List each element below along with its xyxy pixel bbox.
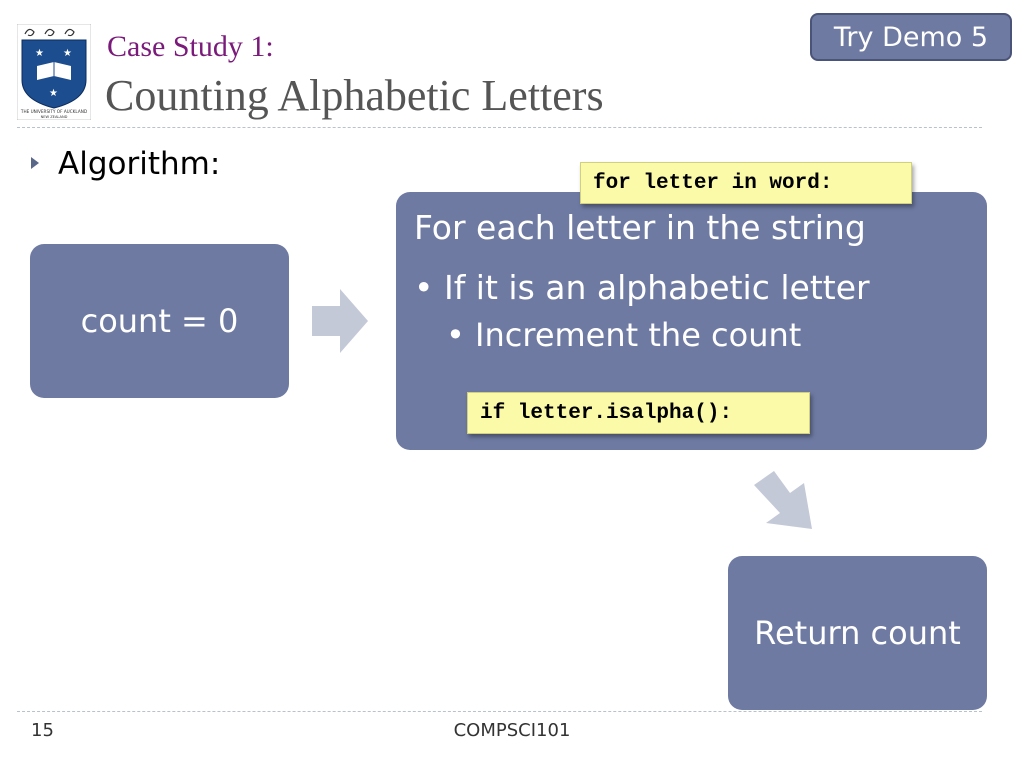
right-arrow-icon: [312, 289, 368, 353]
slide-subtitle: Case Study 1:: [107, 30, 274, 63]
count-init-text: count = 0: [80, 302, 239, 340]
loop-line-2-text: If it is an alphabetic letter: [443, 268, 870, 307]
algorithm-label: Algorithm:: [58, 146, 221, 182]
loop-line-1: For each letter in the string: [414, 208, 866, 247]
code-for-loop: for letter in word:: [580, 162, 912, 204]
loop-line-3: • Increment the count: [446, 316, 802, 354]
bullet-triangle-icon: [31, 157, 39, 169]
logo-text-line1: THE UNIVERSITY OF AUCKLAND: [20, 109, 87, 114]
footer-divider: [17, 711, 982, 712]
svg-text:★: ★: [63, 48, 72, 59]
loop-line-3-text: Increment the count: [475, 316, 802, 354]
try-demo-button[interactable]: Try Demo 5: [810, 13, 1012, 61]
down-arrow-icon: [754, 471, 812, 529]
count-init-box: count = 0: [30, 244, 289, 398]
return-count-box: Return count: [728, 556, 987, 710]
course-label: COMPSCI101: [453, 720, 571, 741]
code-if-isalpha: if letter.isalpha():: [467, 392, 810, 434]
page-number: 15: [31, 720, 54, 741]
svg-text:★: ★: [49, 88, 58, 99]
svg-text:★: ★: [35, 48, 44, 59]
loop-line-2: • If it is an alphabetic letter: [414, 268, 870, 307]
loop-box: For each letter in the string • If it is…: [396, 192, 987, 450]
return-count-text: Return count: [754, 614, 961, 652]
university-logo: ★ ★ ★ THE UNIVERSITY OF AUCKLAND NEW ZEA…: [17, 24, 91, 120]
header-divider: [17, 127, 982, 128]
logo-text-line2: NEW ZEALAND: [41, 115, 68, 119]
slide-title: Counting Alphabetic Letters: [105, 71, 604, 120]
